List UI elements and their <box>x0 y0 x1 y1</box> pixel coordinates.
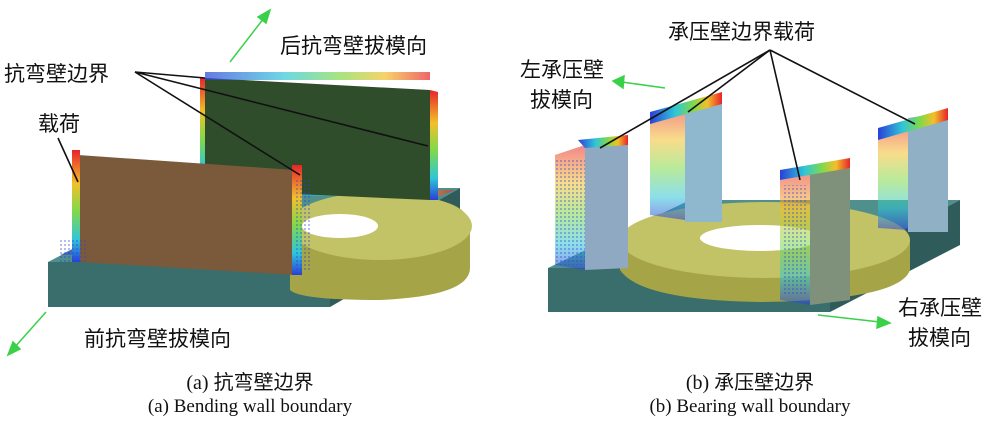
bearing-wall-4 <box>878 108 948 232</box>
front-wall-edge-l <box>72 150 80 262</box>
caption-b-cn: (b) 承压壁边界 <box>685 372 815 394</box>
label-back-draft: 后抗弯壁拔模向 <box>280 34 427 58</box>
front-wall-dots <box>296 180 310 270</box>
caption-b-en: (b) Bearing wall boundary <box>649 396 851 417</box>
bearing-wall-1 <box>555 135 628 270</box>
panel-b-arrows <box>611 74 892 330</box>
plate-dots <box>60 240 88 262</box>
base-plate-front <box>48 262 330 307</box>
caption-a-en: (a) Bending wall boundary <box>147 396 353 417</box>
label-left-draft-2: 拔模向 <box>530 88 593 112</box>
bearing-wall-2 <box>650 92 722 222</box>
panel-b-model <box>548 92 960 312</box>
panel-b-leaders <box>599 49 916 181</box>
label-wall-load: 承压壁边界载荷 <box>668 20 815 44</box>
panel-a-model <box>48 72 472 307</box>
bearing-wall-3 <box>780 158 850 305</box>
ring <box>288 192 472 300</box>
back-wall-edge-r <box>430 90 438 200</box>
label-right-draft-1: 右承压壁 <box>898 296 982 320</box>
panel-a-leaders <box>57 71 429 183</box>
label-load: 载荷 <box>38 112 80 136</box>
front-wall <box>78 155 295 275</box>
label-wall-boundary: 抗弯壁边界 <box>4 62 109 86</box>
label-front-draft: 前抗弯壁拔模向 <box>84 327 231 351</box>
caption-a-cn: (a) 抗弯壁边界 <box>186 372 314 394</box>
back-wall-edge <box>200 78 205 190</box>
label-left-draft-1: 左承压壁 <box>520 58 604 82</box>
panel-a-arrows <box>6 8 272 357</box>
label-right-draft-2: 拔模向 <box>908 326 971 350</box>
back-wall-top-hot <box>205 72 430 80</box>
